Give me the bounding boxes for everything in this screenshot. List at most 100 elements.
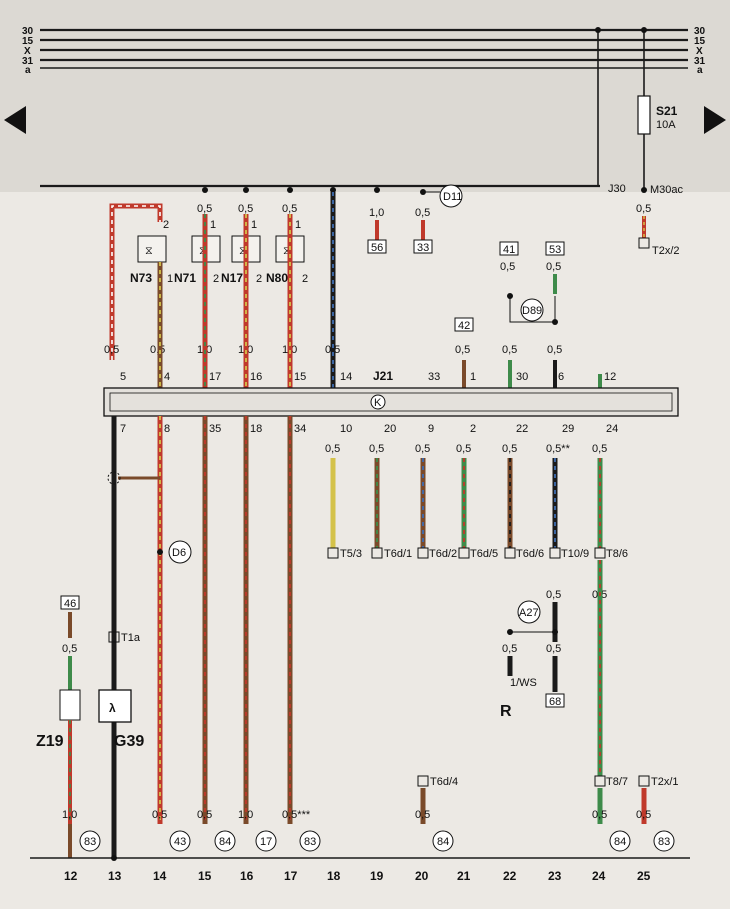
wire-size: 0,5 (415, 207, 430, 219)
component-g39: G39 (114, 733, 144, 750)
plug-symbol (638, 237, 650, 249)
plug-symbol (458, 547, 470, 559)
plug-label: T5/3 (340, 548, 362, 560)
wire-size: 0,5 (238, 203, 253, 215)
wire-size: 0,5 (197, 809, 212, 821)
wire-size: 0,5** (546, 443, 571, 455)
relay-label: M30ac (650, 184, 684, 196)
pin-number: 6 (558, 371, 564, 383)
plug-symbol (417, 547, 429, 559)
plug-label: T6d/2 (429, 548, 457, 560)
bus-panel (0, 0, 730, 192)
valve-icon: ⧖ (239, 245, 247, 257)
pin-number: 9 (428, 423, 434, 435)
connector-label: D11 (443, 191, 462, 203)
arrow-right-icon[interactable] (704, 106, 726, 134)
shield-symbol (107, 471, 121, 485)
wire-size: 0,5 (415, 809, 430, 821)
control-unit-name: J21 (373, 369, 393, 383)
plug-symbol (417, 775, 429, 787)
bus-label-right: X (696, 46, 703, 57)
ground-ref (214, 830, 236, 852)
pin-number: 17 (209, 371, 221, 383)
junction-dot (287, 187, 293, 193)
plug-label: T10/9 (561, 548, 589, 560)
ref-box (545, 693, 565, 708)
column-number: 22 (503, 869, 517, 883)
plug-symbol (504, 547, 516, 559)
pin-number: 4 (164, 371, 170, 383)
ref-box (499, 241, 519, 256)
bottom-wire-sizes: 1,0 0,5 0,5 1,0 0,5*** 0,5 0,5 0,5 (62, 809, 651, 821)
ref-number: 33 (417, 242, 429, 254)
connector-a27 (517, 600, 541, 624)
pin-number: 16 (250, 371, 262, 383)
fuse-rating: 10A (656, 119, 676, 131)
column-number: 18 (327, 869, 341, 883)
junction-dot (243, 187, 249, 193)
junction-dot (507, 629, 513, 635)
connector-label: A27 (519, 607, 539, 619)
column-number: 12 (64, 869, 78, 883)
ground-ref (432, 830, 454, 852)
ground-refs: 83 43 84 17 83 84 84 83 (68, 824, 675, 858)
valve-pin: 1 (251, 219, 257, 231)
connector-d89 (520, 298, 544, 322)
ground-ref-number: 83 (658, 836, 670, 848)
plug-label: T6d/5 (470, 548, 498, 560)
pin-number: 14 (340, 371, 352, 383)
plug-label: T6d/4 (430, 776, 458, 788)
pin-number: 2 (470, 423, 476, 435)
lambda-icon: λ (109, 701, 116, 715)
column-number: 25 (637, 869, 651, 883)
pin-number: 34 (294, 423, 306, 435)
bus-label-right: 30 (694, 26, 706, 37)
plug-symbol (108, 631, 120, 643)
pin-number: 20 (384, 423, 396, 435)
column-number: 20 (415, 869, 429, 883)
plug-label: T2x/1 (651, 776, 679, 788)
plug-symbol (638, 775, 650, 787)
plug-symbol (371, 547, 383, 559)
ref-number: 42 (458, 320, 470, 332)
junction-dot (641, 187, 647, 193)
column-number: 15 (198, 869, 212, 883)
valve-label: N17 (221, 271, 243, 285)
junction-dot (157, 549, 163, 555)
ref-box (454, 317, 474, 332)
column-number: 13 (108, 869, 122, 883)
bus-label-left: X (24, 46, 31, 57)
ground-ref-number: 17 (260, 836, 272, 848)
valve-label: N80 (266, 271, 288, 285)
pin-number: 22 (516, 423, 528, 435)
column-number: 14 (153, 869, 167, 883)
control-unit-j21[interactable] (103, 387, 679, 417)
component-z19: Z19 (36, 733, 64, 750)
wire-size: 0,5 (197, 203, 212, 215)
pin-number: 15 (294, 371, 306, 383)
pin-number: 10 (340, 423, 352, 435)
bus-label-right: 31 (694, 56, 706, 67)
lower-wires (107, 416, 603, 858)
ref-box (60, 595, 80, 610)
column-number: 19 (370, 869, 384, 883)
pin-number: 29 (562, 423, 574, 435)
wire-size: 0,5*** (282, 809, 311, 821)
bus-label-left: 30 (22, 26, 34, 37)
valve-label: N71 (174, 271, 196, 285)
ground-ref-number: 84 (219, 836, 231, 848)
wire-stripe (111, 205, 161, 360)
plug-label: T2x/2 (652, 245, 680, 257)
column-number: 17 (284, 869, 298, 883)
ground-ref (653, 830, 675, 852)
plug-symbol (594, 775, 606, 787)
bus-label-right: a (697, 65, 703, 76)
ref-box (545, 241, 565, 256)
rail-feeds: 0,5 0,5 0,5 1,0 0,5 56 33 (197, 187, 433, 254)
wire-size: 0,5 (282, 203, 297, 215)
sensor-g39 (98, 689, 132, 723)
wire-size: 0,5 (592, 443, 607, 455)
arrow-left-icon[interactable] (4, 106, 26, 134)
control-unit-top-pins: 5 4 17 16 15 14 J21 33 1 30 6 12 (120, 369, 616, 383)
valve-pin: 1 (167, 273, 173, 285)
